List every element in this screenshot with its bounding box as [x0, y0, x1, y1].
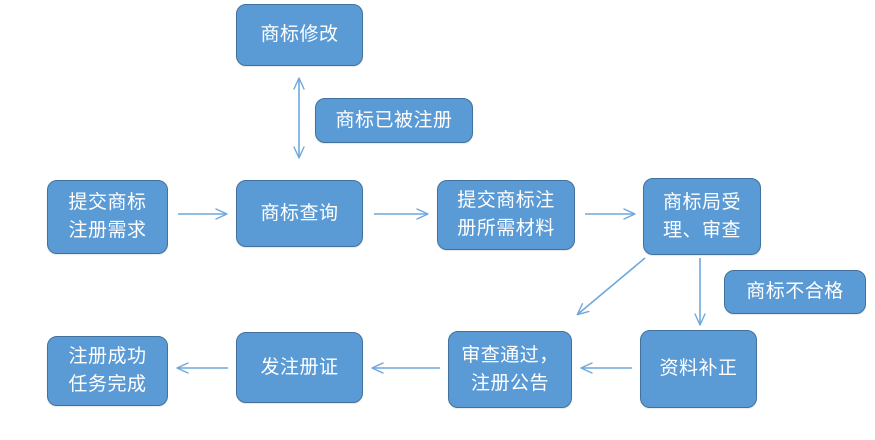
flow-node-label: 注册成功 任务完成	[68, 346, 147, 395]
flow-node-label: 商标局受 理、审查	[662, 191, 741, 241]
flow-node-label: 提交商标注 册所需材料	[457, 190, 555, 239]
flow-node-label: 商标不合格	[746, 281, 844, 303]
flow-node-trademark-unqualified[interactable]: 商标不合格	[724, 270, 866, 314]
flow-node-label: 商标查询	[260, 202, 339, 224]
flow-node-material-correction[interactable]: 资料补正	[640, 330, 757, 408]
flow-node-submit-materials[interactable]: 提交商标注 册所需材料	[437, 180, 575, 250]
flow-node-label: 商标修改	[260, 24, 339, 46]
flow-node-label: 商标已被注册	[335, 109, 453, 131]
flow-node-label: 发注册证	[260, 356, 339, 378]
flow-node-label: 资料补正	[659, 358, 738, 380]
flow-node-trademark-modify[interactable]: 商标修改	[236, 4, 363, 66]
flow-node-trademark-search[interactable]: 商标查询	[236, 180, 363, 247]
flow-node-registration-success[interactable]: 注册成功 任务完成	[47, 336, 168, 406]
flow-node-review-passed[interactable]: 审查通过， 注册公告	[448, 331, 572, 408]
flow-node-submit-demand[interactable]: 提交商标 注册需求	[47, 180, 168, 254]
flow-node-issue-certificate[interactable]: 发注册证	[236, 332, 363, 403]
flow-node-office-review[interactable]: 商标局受 理、审查	[643, 178, 761, 255]
flow-node-already-registered[interactable]: 商标已被注册	[315, 98, 473, 143]
flow-edge-edge-office-to-review-passed	[576, 257, 646, 316]
flow-node-label: 提交商标 注册需求	[68, 192, 147, 241]
flow-node-label: 审查通过， 注册公告	[461, 344, 559, 394]
